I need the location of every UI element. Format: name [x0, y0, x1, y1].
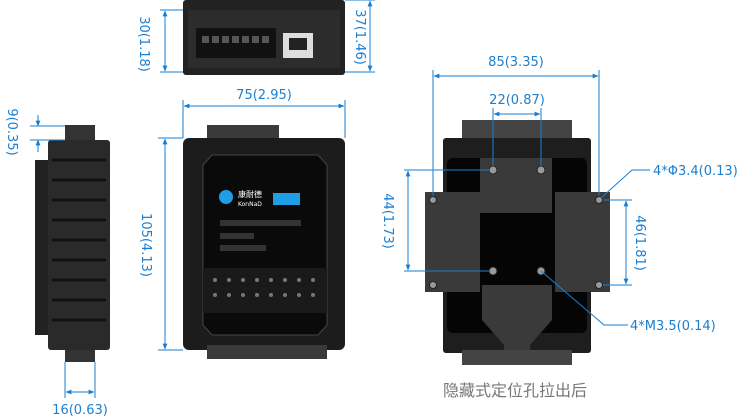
screw-spec-label: 4*M3.5(0.14) — [630, 319, 716, 334]
back-inner-width-label: 22(0.87) — [489, 93, 545, 108]
side-width-label: 16(0.63) — [52, 403, 108, 418]
front-width-label: 75(2.95) — [236, 88, 292, 103]
rail-depth-label: 9(0.35) — [4, 108, 19, 155]
front-height-label: 105(4.13) — [138, 213, 153, 277]
back-left-height-label: 44(1.73) — [380, 193, 395, 249]
side-view: 9(0.35) 16(0.63) — [4, 108, 110, 418]
brand-logo-icon — [219, 190, 233, 204]
back-view-caption: 隐藏式定位孔拉出后 — [443, 381, 587, 400]
hole-spec-label: 4*Φ3.4(0.13) — [653, 164, 738, 179]
top-view: 30(1.18) 37(1.46) — [136, 0, 375, 75]
back-width-label: 85(3.35) — [488, 55, 544, 70]
back-view: 85(3.35) 22(0.87) 44(1.73) 46(1.81) 4*Φ3… — [380, 55, 738, 400]
top-total-label: 37(1.46) — [352, 9, 367, 65]
back-right-height-label: 46(1.81) — [632, 215, 647, 271]
front-view: 康耐德 KonNaD 75(2.95) 105(4.13) — [138, 88, 346, 359]
top-height-label: 30(1.18) — [136, 16, 151, 72]
brand-cn: 康耐德 — [238, 189, 262, 199]
brand-en: KonNaD — [238, 201, 262, 208]
